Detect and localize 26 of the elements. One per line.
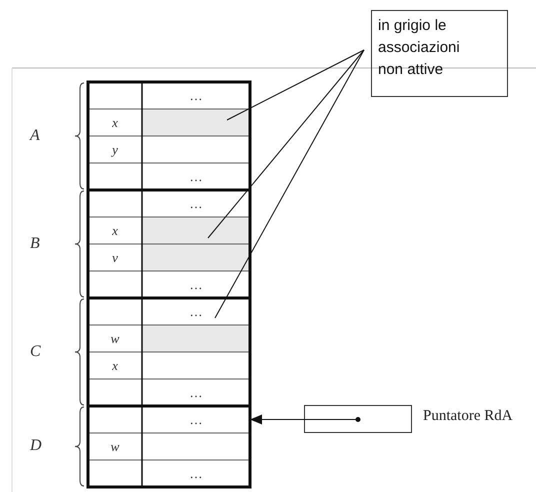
pointer-box xyxy=(304,405,412,433)
group-label: A xyxy=(30,126,40,144)
note-box: in grigio le associazioni non attive xyxy=(371,10,508,97)
table-cell-text: y xyxy=(110,140,119,159)
table-cell-text: x xyxy=(111,356,119,374)
inactive-cell xyxy=(142,109,250,136)
table-cell-text: … xyxy=(188,276,204,294)
table-cell-text: … xyxy=(188,86,204,104)
table-cell-text: x xyxy=(111,222,119,240)
inactive-cell xyxy=(142,325,250,352)
table-cell-text: … xyxy=(188,384,204,402)
table-cell-text: w xyxy=(110,438,120,456)
table-cell: … xyxy=(142,406,250,433)
table-cell-text: x xyxy=(111,114,119,132)
group-label: B xyxy=(30,234,40,252)
pointer-label: Puntatore RdA xyxy=(423,408,513,425)
table-cell-text: v xyxy=(111,248,119,266)
table-cell-text: … xyxy=(188,464,204,482)
inactive-cell xyxy=(142,244,250,271)
table-cell-text: … xyxy=(188,194,204,212)
inactive-cell xyxy=(142,217,250,244)
group-label: D xyxy=(30,437,42,455)
group-label: C xyxy=(30,342,41,360)
table-cell-text: w xyxy=(110,330,120,348)
table-cell-text: … xyxy=(188,168,204,186)
table-cell-text: … xyxy=(188,302,204,320)
